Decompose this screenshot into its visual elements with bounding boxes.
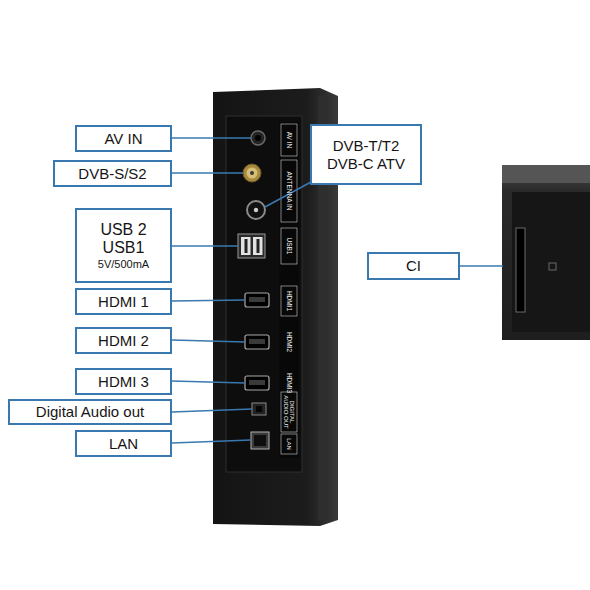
label-frame [281,434,297,454]
av-jack-hole [255,135,261,141]
hdmi-port [245,376,269,390]
callout-text: DVB-S/S2 [78,165,146,182]
callout-text: HDMI 2 [98,332,149,349]
optical-hole [256,406,262,412]
port-callout: AV IN [75,125,172,152]
panel-print: USB1 [286,238,293,255]
callout-text: LAN [109,435,138,452]
antenna-socket [247,201,265,219]
leader-line [172,245,238,247]
label-frame [281,228,297,264]
ci-recess [512,192,590,332]
callout-text: CI [406,257,421,274]
leader-line [172,381,245,383]
av-jack [251,131,265,145]
usb-housing [238,234,265,258]
leader-line [172,300,245,301]
panel-print: DIGITAL AUDIO OUT [283,393,296,431]
panel-print: ANTENNA IN [286,171,293,210]
label-frame [281,392,297,432]
leader-line [172,440,251,443]
callout-text: HDMI 1 [98,293,149,310]
leader-line [172,137,251,139]
callout-text: Digital Audio out [36,403,144,420]
panel-print: AV IN [286,132,293,149]
usb-port [241,237,251,255]
port-callout: Digital Audio out [8,399,172,425]
port-callout: HDMI 3 [75,368,172,395]
hdmi-contacts [249,380,265,385]
leader-line [172,172,243,174]
usb-tongue [257,239,260,253]
antenna-pin [254,208,258,212]
port-callout: HDMI 2 [75,327,172,354]
f-connector [243,164,261,182]
lan-hole [254,435,266,446]
ci-slot [516,228,525,312]
callout-text: HDMI 3 [98,373,149,390]
port-callout: USB 2USB15V/500mA [75,208,172,283]
callout-text: AV IN [104,130,142,147]
label-frame [281,286,297,316]
optical-port [252,403,266,415]
hdmi-contacts [249,339,265,344]
leader-line [460,265,503,267]
callout-text: DVB-T/T2 DVB-C ATV [316,137,416,172]
leader-line [172,409,252,412]
callout-text: USB1 [103,239,145,257]
ci-side-view [502,165,590,340]
slot-callout: CI [367,252,460,280]
panel-print: HDMI3 [286,373,293,393]
leader-line [172,340,245,342]
callout-text: 5V/500mA [98,258,149,271]
port-callout: DVB-T/T2 DVB-C ATV [310,124,422,185]
f-connector-inner [247,168,258,179]
hdmi-port [245,293,269,307]
label-frame [281,124,297,156]
port-callout: HDMI 1 [75,288,172,315]
hdmi-port [245,335,269,349]
callout-text: USB 2 [100,221,146,239]
panel-print: HDMI2 [286,332,293,352]
usb-port [253,237,263,255]
hdmi-contacts [249,297,265,302]
panel-print: HDMI1 [286,291,293,311]
f-connector-pin [250,171,254,175]
lan-port [251,432,269,449]
label-strip [279,122,299,458]
ci-icon [549,263,556,270]
usb-tongue [245,239,248,253]
port-panel [226,116,302,472]
ci-side-top [502,165,590,183]
port-callout: LAN [75,430,172,457]
port-callout: DVB-S/S2 [53,160,172,187]
panel-print: LAN [286,438,292,450]
